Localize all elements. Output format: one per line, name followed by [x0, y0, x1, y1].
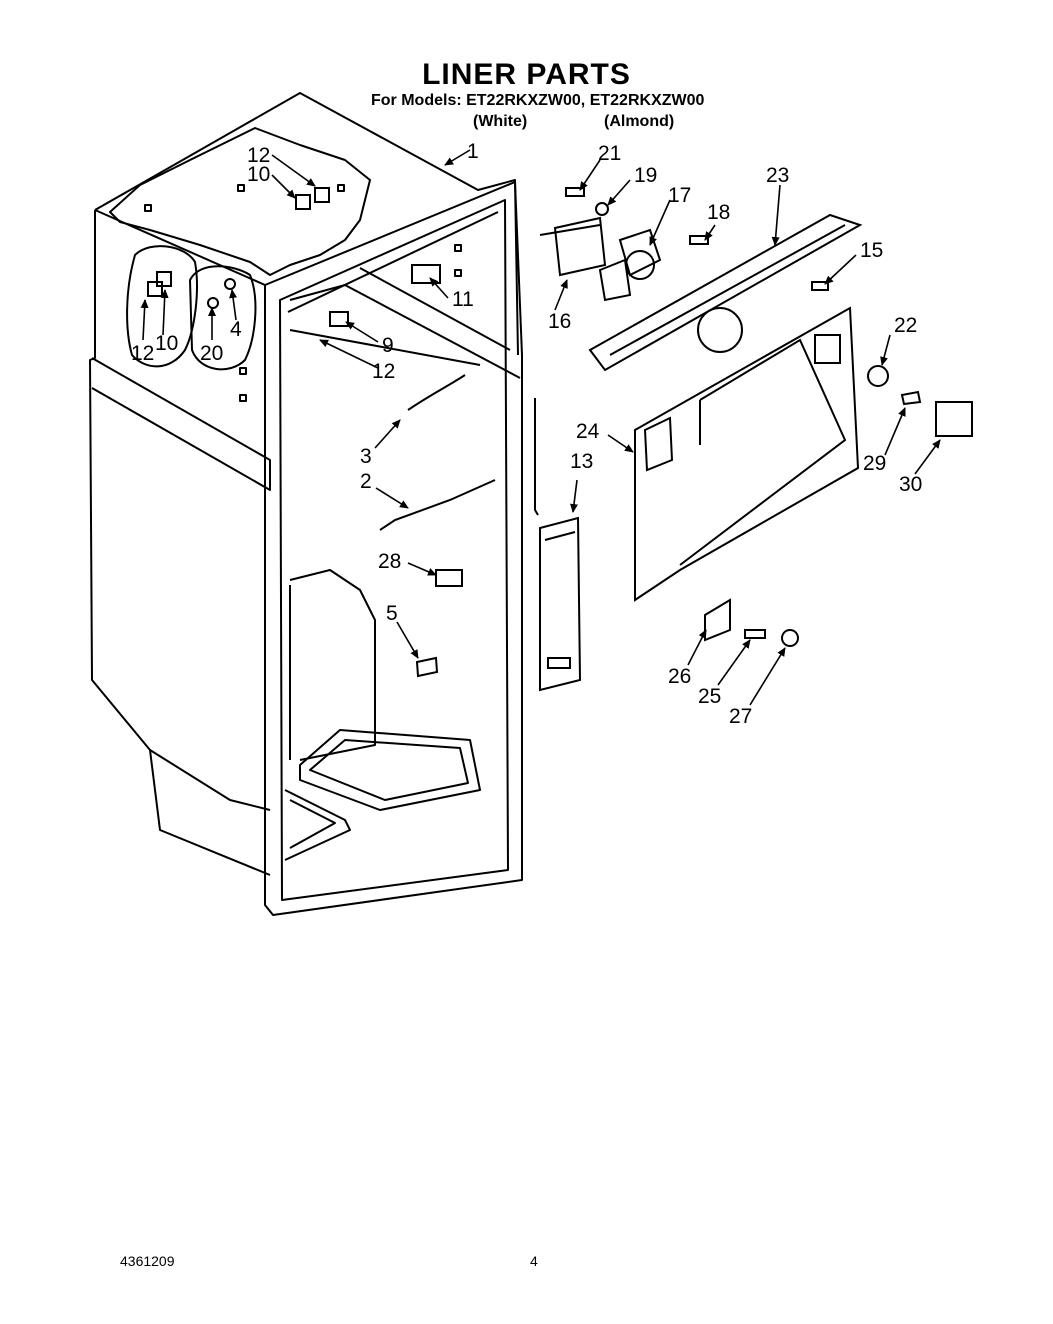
- color-white-label: (White): [473, 113, 528, 130]
- callout-15: 15: [860, 239, 883, 262]
- callout-12c: 12: [372, 360, 395, 383]
- models-line: For Models: ET22RKXZW00, ET22RKXZW00: [371, 92, 705, 109]
- callout-27: 27: [729, 705, 752, 728]
- callout-12a: 12: [247, 144, 270, 167]
- callout-17: 17: [668, 184, 691, 207]
- callout-1: 1: [467, 140, 479, 163]
- callout-4: 4: [230, 318, 242, 341]
- callout-13: 13: [570, 450, 593, 473]
- callout-2: 2: [360, 470, 372, 493]
- callout-18: 18: [707, 201, 730, 224]
- callout-9: 9: [382, 334, 394, 357]
- liner-cabinet: [89, 92, 539, 916]
- callout-29: 29: [863, 452, 886, 475]
- callout-16: 16: [548, 310, 571, 333]
- callout-23: 23: [766, 164, 789, 187]
- callout-21: 21: [598, 142, 621, 165]
- part-16-fan-motor: [539, 216, 662, 302]
- doc-number: 4361209: [120, 1253, 175, 1269]
- callout-22: 22: [894, 314, 917, 337]
- part-13-channel: [539, 516, 582, 692]
- callout-26: 26: [668, 665, 691, 688]
- callout-5: 5: [386, 602, 398, 625]
- callout-19: 19: [634, 164, 657, 187]
- callout-20: 20: [200, 342, 223, 365]
- color-almond-label: (Almond): [604, 113, 675, 130]
- callout-10a: 10: [247, 163, 270, 186]
- callout-24: 24: [576, 420, 600, 443]
- callout-10b: 10: [155, 332, 178, 355]
- callout-labels: 1 12 10 12 10 20 4 11 9 12 3 2 28 5 21 1…: [131, 140, 922, 728]
- part-24-rear-panel: [634, 306, 860, 602]
- leader-lines: [140, 149, 941, 706]
- page-title: LINER PARTS: [422, 58, 631, 91]
- small-parts: [147, 187, 973, 678]
- callout-12b: 12: [131, 342, 154, 365]
- callout-3: 3: [360, 445, 372, 468]
- callout-25: 25: [698, 685, 721, 708]
- callout-11: 11: [452, 288, 474, 311]
- callout-28: 28: [378, 550, 401, 573]
- page-number: 4: [530, 1253, 538, 1269]
- callout-30: 30: [899, 473, 922, 496]
- part-23-evaporator-cover: [588, 213, 863, 372]
